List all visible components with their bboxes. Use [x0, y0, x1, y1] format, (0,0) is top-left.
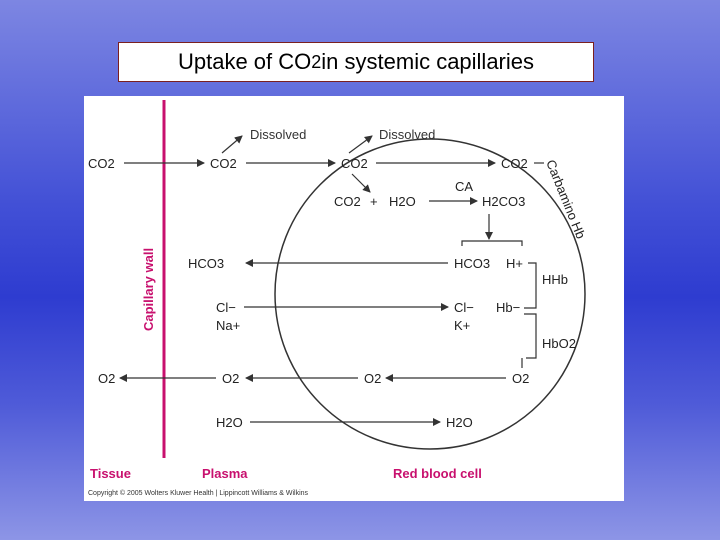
label-reaction-plus: + [370, 194, 378, 209]
red-blood-cell-outline [274, 138, 586, 450]
title-prefix: Uptake of CO [177, 49, 312, 74]
label-o2-plasma: O2 [222, 371, 239, 386]
region-plasma: Plasma [202, 466, 248, 481]
label-reaction-co2: CO2 [334, 194, 361, 209]
label-hco3-rbc: HCO3 [454, 256, 490, 271]
label-co2-plasma: CO2 [210, 156, 237, 171]
label-dissolved-rbc: Dissolved [379, 127, 435, 142]
label-co2-tissue: CO2 [88, 156, 115, 171]
label-hco3-plasma: HCO3 [188, 256, 224, 271]
connector-h-hb [524, 262, 537, 309]
label-h2o-plasma: H2O [216, 415, 243, 430]
label-hbo2: HbO2 [542, 336, 576, 351]
label-dissolved-plasma: Dissolved [250, 127, 306, 142]
copyright-text: Copyright © 2005 Wolters Kluwer Health |… [88, 489, 309, 497]
label-carbamino-hb: Carbamino Hb [543, 158, 588, 241]
label-reaction-h2co3: H2CO3 [482, 194, 525, 209]
label-o2-tissue: O2 [98, 371, 115, 386]
label-cl-plasma: Cl− [216, 300, 236, 315]
arrow-co2-to-reaction [351, 173, 371, 193]
diagram-panel: Capillary wall Dissolved Dissolved CO2 C… [84, 96, 624, 501]
bracket-dissociation [461, 240, 523, 246]
label-o2-hb: O2 [512, 371, 529, 386]
arrow-co2-to-dissolved-rbc [348, 135, 373, 154]
label-reaction-h2o: H2O [389, 194, 416, 209]
label-h-plus: H+ [506, 256, 523, 271]
label-o2-rbc: O2 [364, 371, 381, 386]
label-ca: CA [455, 179, 473, 194]
co2-uptake-diagram: Capillary wall Dissolved Dissolved CO2 C… [88, 100, 589, 497]
title-suffix: in systemic capillaries [321, 49, 535, 74]
region-tissue: Tissue [90, 466, 131, 481]
label-cl-rbc: Cl− [454, 300, 474, 315]
label-h2o-rbc: H2O [446, 415, 473, 430]
label-na-plasma: Na+ [216, 318, 240, 333]
arrow-co2-to-dissolved-plasma [221, 135, 243, 154]
label-hb-minus: Hb− [496, 300, 520, 315]
capillary-wall-label: Capillary wall [141, 248, 156, 331]
label-k-rbc: K+ [454, 318, 470, 333]
label-co2-carbamino: CO2 [501, 156, 528, 171]
label-co2-rbc: CO2 [341, 156, 368, 171]
connector-hb-o2 [524, 313, 537, 359]
region-red-blood-cell: Red blood cell [393, 466, 482, 481]
label-hhb: HHb [542, 272, 568, 287]
title-subscript: 2 [311, 51, 322, 72]
